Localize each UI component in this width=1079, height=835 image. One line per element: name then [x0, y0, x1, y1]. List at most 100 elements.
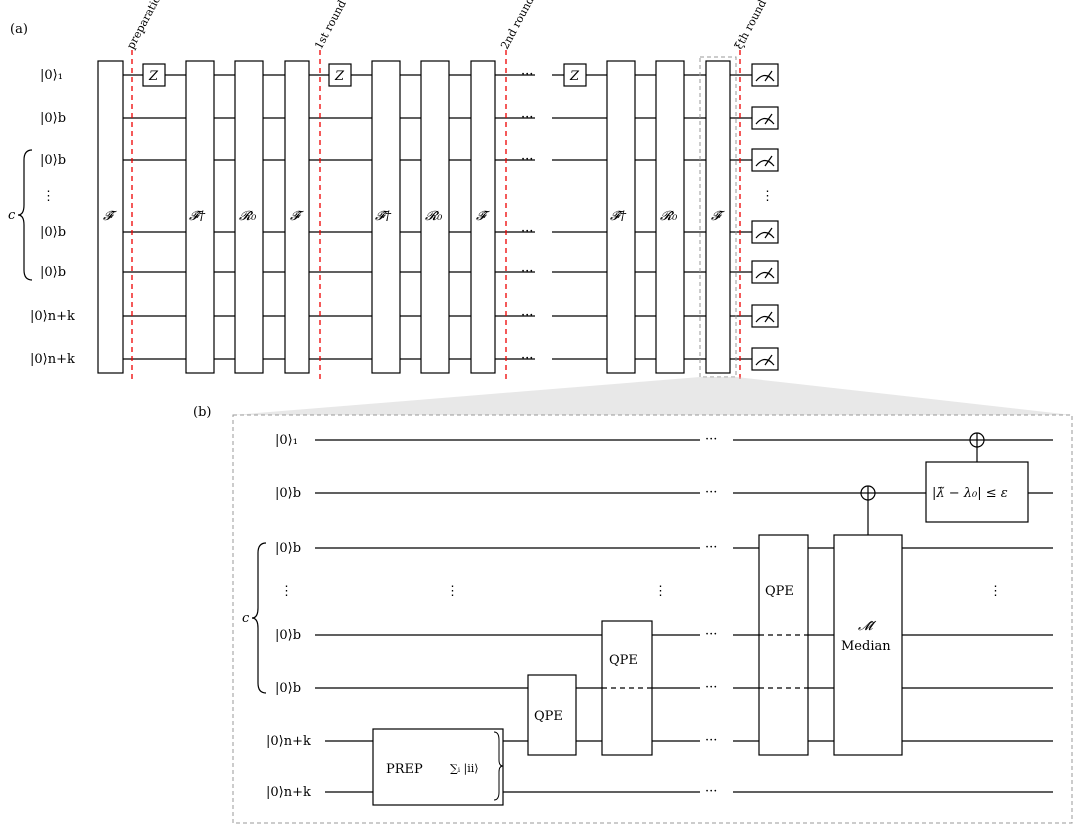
qpe-gate	[758, 534, 809, 756]
gate-Z-label: Z	[569, 69, 580, 84]
gate-F-dagger	[185, 60, 215, 374]
gate-R0	[655, 60, 685, 374]
zoom-projection	[233, 377, 1072, 415]
svg-text:···: ···	[705, 784, 717, 799]
svg-text:···: ···	[705, 680, 717, 695]
gate-R0-label: 𝓡̂₀	[660, 209, 678, 224]
svg-text:···: ···	[705, 733, 717, 748]
wire-label: |0⟩b	[275, 541, 301, 556]
meter-icon	[751, 63, 779, 87]
condition-label: |λ̃ − λ₀| ≤ ε	[932, 486, 1008, 501]
svg-text:···: ···	[705, 432, 717, 447]
prep-gate: PREP ∑ᵢ |ii⟩	[372, 728, 504, 806]
wire-label: |0⟩n+k	[266, 785, 311, 800]
gate-F	[705, 60, 731, 374]
gate-Z	[563, 63, 587, 87]
qpe-gate	[527, 674, 577, 756]
gate-F	[470, 60, 496, 374]
register-brace	[251, 542, 267, 694]
qpe-gate	[601, 620, 653, 756]
qpe-label: QPE	[534, 709, 563, 724]
svg-text:···: ···	[521, 224, 533, 239]
wire-label: |0⟩b	[40, 265, 66, 280]
svg-text:···: ···	[521, 152, 533, 167]
meter-icon	[751, 260, 779, 284]
svg-text:···: ···	[521, 351, 533, 366]
svg-text:⋮: ⋮	[989, 584, 1002, 599]
wire-label: |0⟩b	[40, 153, 66, 168]
qpe-label: QPE	[765, 584, 794, 599]
panel-a-gates: 𝓕̂ Z 𝓕̂† 𝓡̂₀ 𝓕̂ Z 𝓕̂† 𝓡̂₀ 𝓕̂ Z 𝓕̂† 𝓡̂₀ 𝓕…	[97, 60, 731, 374]
gate-F	[284, 60, 310, 374]
gate-F-dagger	[606, 60, 636, 374]
wire-vdots: ⋮	[42, 189, 55, 204]
gate-Z-label: Z	[334, 69, 345, 84]
round-label: ξth round	[732, 0, 769, 51]
wire-label: |0⟩b	[275, 486, 301, 501]
median-op: 𝓜̂	[858, 619, 877, 634]
qpe-gates: QPE QPE QPE	[527, 534, 809, 756]
gate-F	[97, 60, 124, 374]
gate-Fdag-label: 𝓕̂†	[610, 209, 627, 224]
median-gate: 𝓜̂ Median	[833, 485, 903, 756]
panel-a-label: (a)	[10, 22, 28, 37]
svg-text:···: ···	[521, 67, 533, 82]
condition-gate: |λ̃ − λ₀| ≤ ε	[925, 432, 1029, 523]
gate-Fdag-label: 𝓕̂†	[375, 209, 392, 224]
svg-text:···: ···	[705, 627, 717, 642]
wire-label: |0⟩n+k	[266, 734, 311, 749]
meter-icon	[751, 304, 779, 328]
meter-icon	[751, 106, 779, 130]
gate-Z	[328, 63, 352, 87]
svg-text:···: ···	[521, 308, 533, 323]
brace-label: c	[242, 611, 250, 626]
measurement-meters	[751, 63, 779, 371]
register-brace	[17, 149, 33, 281]
panel-b-label: (b)	[193, 405, 211, 420]
gate-Z-label: Z	[148, 69, 159, 84]
meter-icon	[751, 220, 779, 244]
wire-label: |0⟩b	[275, 681, 301, 696]
wire-label: |0⟩n+k	[30, 352, 75, 367]
round-labels: preparation 1st round 2nd round ξth roun…	[124, 0, 769, 51]
wire-label: |0⟩b	[275, 628, 301, 643]
svg-text:···: ···	[705, 485, 717, 500]
qpe-label: QPE	[609, 653, 638, 668]
meter-icon	[751, 148, 779, 172]
gate-R0	[234, 60, 264, 374]
gate-Fdag-label: 𝓕̂†	[189, 209, 206, 224]
svg-text:⋮: ⋮	[654, 584, 667, 599]
wire-label: |0⟩b	[40, 225, 66, 240]
brace-label: c	[8, 208, 16, 223]
panel-b-wire-labels: |0⟩₁ |0⟩b |0⟩b ⋮ |0⟩b |0⟩b |0⟩n+k |0⟩n+k	[266, 433, 311, 800]
svg-text:···: ···	[521, 110, 533, 125]
prep-label: PREP	[386, 762, 423, 777]
panel-a-ellipses: ··· ··· ··· ··· ··· ··· ··· ⋮	[521, 67, 774, 366]
wire-label: |0⟩₁	[275, 433, 298, 448]
gate-R0-label: 𝓡̂₀	[425, 209, 443, 224]
round-separators	[131, 50, 741, 380]
round-label: preparation	[124, 0, 166, 51]
svg-text:···: ···	[521, 264, 533, 279]
gate-R0-label: 𝓡̂₀	[239, 209, 257, 224]
meter-icon	[751, 347, 779, 371]
svg-text:⋮: ⋮	[761, 189, 774, 204]
panel-b-frame	[232, 414, 1073, 824]
gate-F-dagger	[371, 60, 401, 374]
panel-b-ellipses: ··· ··· ··· ··· ··· ··· ···	[705, 432, 717, 799]
wire-label: |0⟩n+k	[30, 309, 75, 324]
panel-a-wire-labels: |0⟩₁ |0⟩b |0⟩b ⋮ |0⟩b |0⟩b |0⟩n+k |0⟩n+k	[30, 68, 75, 367]
wire-label: |0⟩₁	[40, 68, 63, 83]
round-label: 2nd round	[498, 0, 537, 51]
gate-R0	[420, 60, 450, 374]
wire-label: |0⟩b	[40, 111, 66, 126]
prep-brace	[493, 731, 504, 801]
prep-state: ∑ᵢ |ii⟩	[450, 762, 479, 776]
svg-text:⋮: ⋮	[446, 584, 459, 599]
round-label: 1st round	[312, 0, 349, 51]
svg-text:···: ···	[705, 540, 717, 555]
wire-vdots: ⋮	[280, 584, 293, 599]
median-label: Median	[841, 639, 891, 654]
panel-b-vdots: ⋮ ⋮ ⋮	[446, 584, 1002, 599]
